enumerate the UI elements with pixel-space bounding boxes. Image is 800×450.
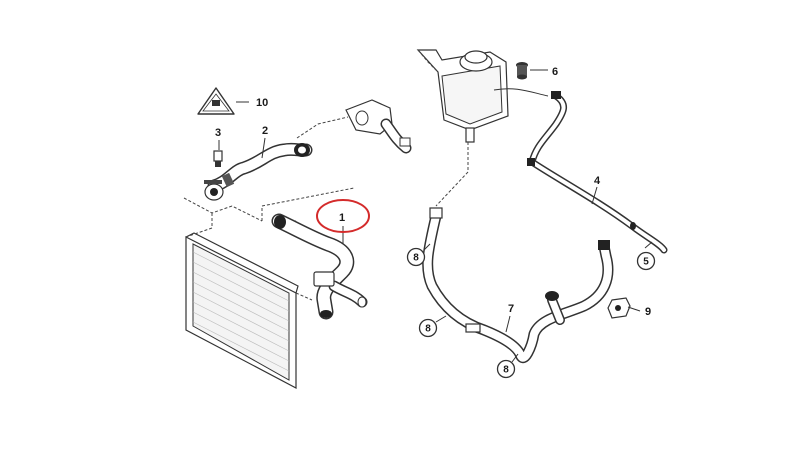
highlight-circle (316, 199, 370, 233)
expansion-tank (416, 49, 549, 143)
callout-4: 4 (594, 175, 601, 187)
thermostat-housing (345, 99, 412, 154)
callout-10: 10 (256, 97, 268, 109)
svg-text:8: 8 (425, 324, 431, 335)
hose-7 (422, 207, 614, 364)
line-4 (527, 91, 668, 254)
leaders (218, 69, 653, 363)
callout-8-middle: 8 (418, 318, 438, 338)
svg-text:8: 8 (413, 253, 419, 264)
callout-8-bottom: 8 (496, 359, 516, 379)
callout-6: 6 (552, 66, 558, 78)
callout-7: 7 (508, 303, 514, 315)
clip-9 (607, 297, 631, 319)
hose-2 (204, 142, 313, 201)
callout-3: 3 (215, 127, 221, 139)
svg-text:8: 8 (503, 365, 509, 376)
screw-6 (516, 62, 528, 80)
callout-5: 5 (636, 251, 656, 271)
callout-8-top: 8 (406, 247, 426, 267)
callout-9: 9 (645, 306, 651, 318)
callout-2: 2 (262, 125, 268, 137)
radiator (185, 232, 299, 389)
svg-text:5: 5 (643, 257, 649, 268)
hose-1 (271, 213, 368, 320)
sensor-3 (213, 150, 223, 167)
warning-label-10 (197, 87, 235, 115)
callout-1: 1 (339, 212, 345, 224)
